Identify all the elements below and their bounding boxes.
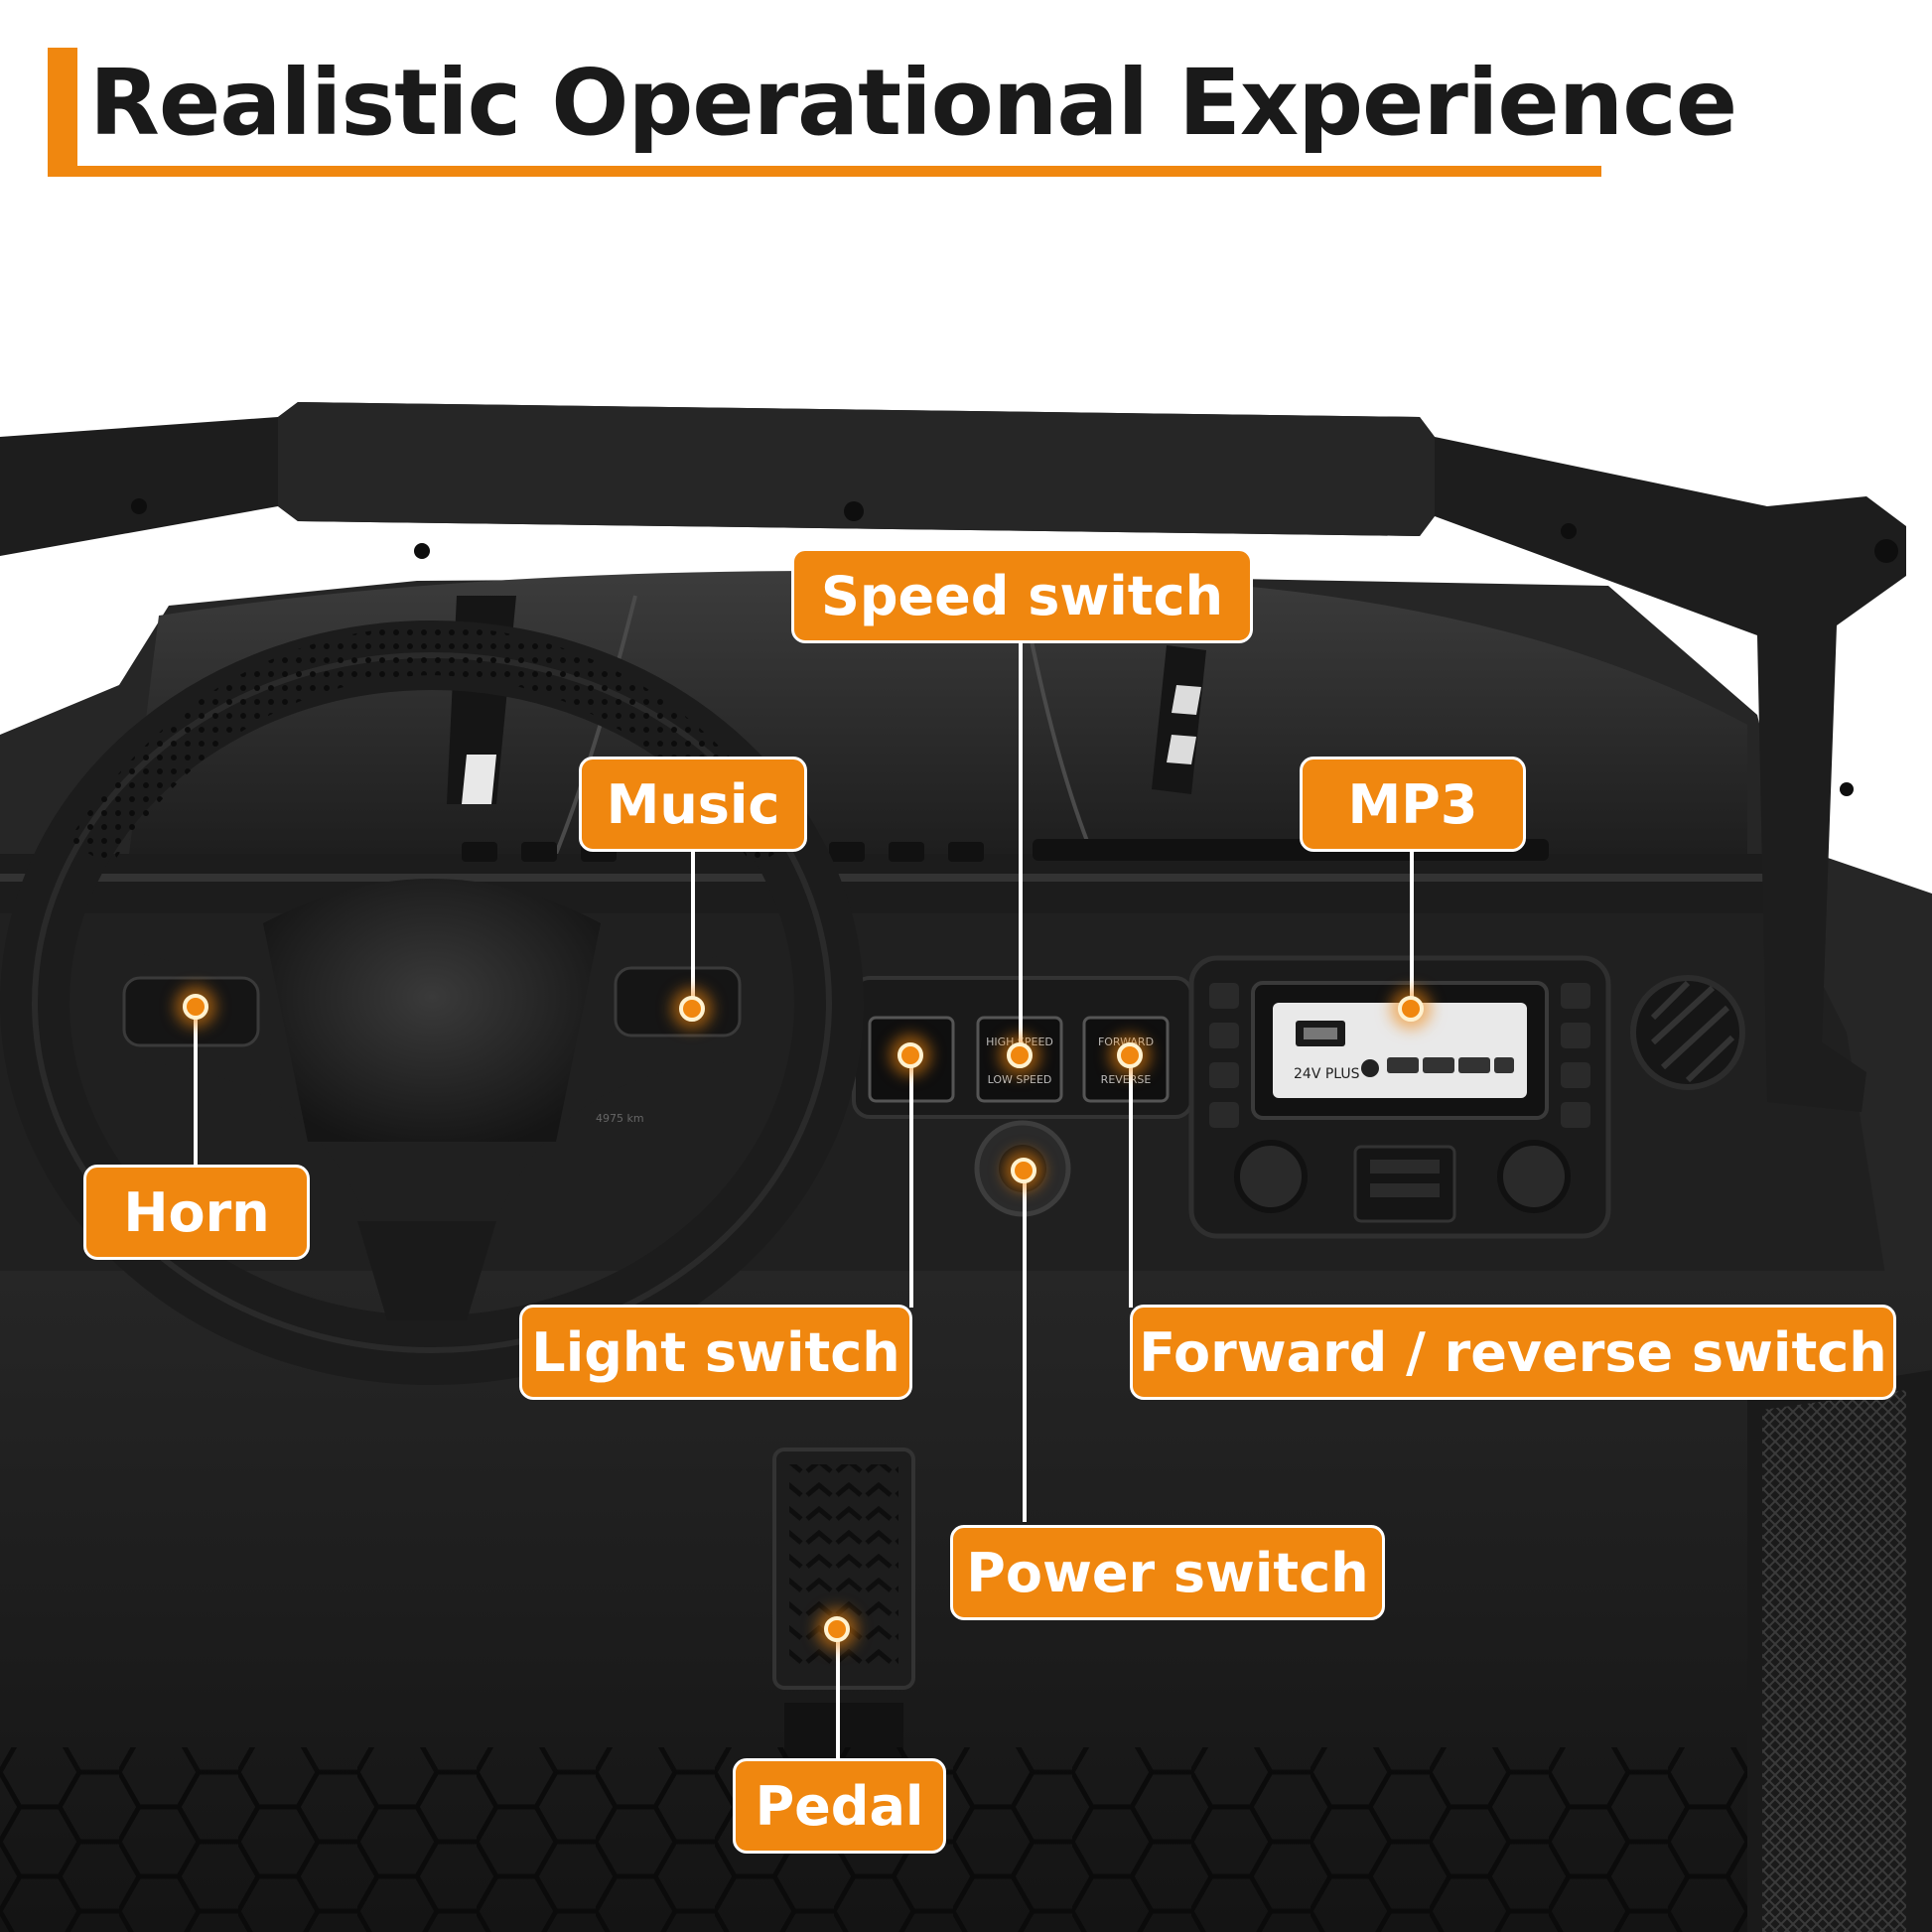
speed-switch-label: Speed switch bbox=[791, 548, 1253, 643]
mp3-label: MP3 bbox=[1300, 757, 1526, 852]
odometer-text: 4975 km bbox=[596, 1112, 644, 1125]
power-switch-hotspot[interactable] bbox=[1011, 1158, 1036, 1183]
horn-hotspot[interactable] bbox=[183, 994, 208, 1020]
music-hotspot[interactable] bbox=[679, 996, 705, 1022]
speed-panel-bottom-text: LOW SPEED bbox=[988, 1073, 1052, 1086]
title-accent-frame: Realistic Operational Experience bbox=[48, 48, 1737, 177]
power-switch-label: Power switch bbox=[950, 1525, 1385, 1620]
light-switch-hotspot[interactable] bbox=[897, 1042, 923, 1068]
title-accent-vertical bbox=[48, 48, 77, 177]
speed-switch-hotspot[interactable] bbox=[1007, 1042, 1033, 1068]
usb-port-label: 24V PLUS bbox=[1294, 1066, 1360, 1082]
horn-label: Horn bbox=[83, 1165, 310, 1260]
direction-panel-bottom-text: REVERSE bbox=[1101, 1073, 1152, 1086]
page-title: Realistic Operational Experience bbox=[89, 50, 1737, 156]
pedal-label: Pedal bbox=[733, 1758, 946, 1854]
mp3-leader-line bbox=[1410, 849, 1414, 1008]
music-label: Music bbox=[579, 757, 807, 852]
title-accent-underline bbox=[48, 166, 1601, 177]
mp3-hotspot[interactable] bbox=[1398, 996, 1424, 1022]
horn-leader-line bbox=[194, 1008, 198, 1167]
forward-reverse-leader-line bbox=[1129, 1054, 1133, 1308]
forward-reverse-switch-label: Forward / reverse switch bbox=[1130, 1305, 1896, 1400]
forward-reverse-hotspot[interactable] bbox=[1117, 1042, 1143, 1068]
light-switch-leader-line bbox=[909, 1054, 913, 1308]
light-switch-label: Light switch bbox=[519, 1305, 912, 1400]
power-switch-leader-line bbox=[1023, 1170, 1027, 1522]
pedal-hotspot[interactable] bbox=[824, 1616, 850, 1642]
direction-panel-top-text: FORWARD bbox=[1098, 1035, 1154, 1048]
speed-switch-leader-line bbox=[1019, 635, 1023, 1052]
pedal-leader-line bbox=[836, 1628, 840, 1762]
music-leader-line bbox=[691, 849, 695, 1008]
